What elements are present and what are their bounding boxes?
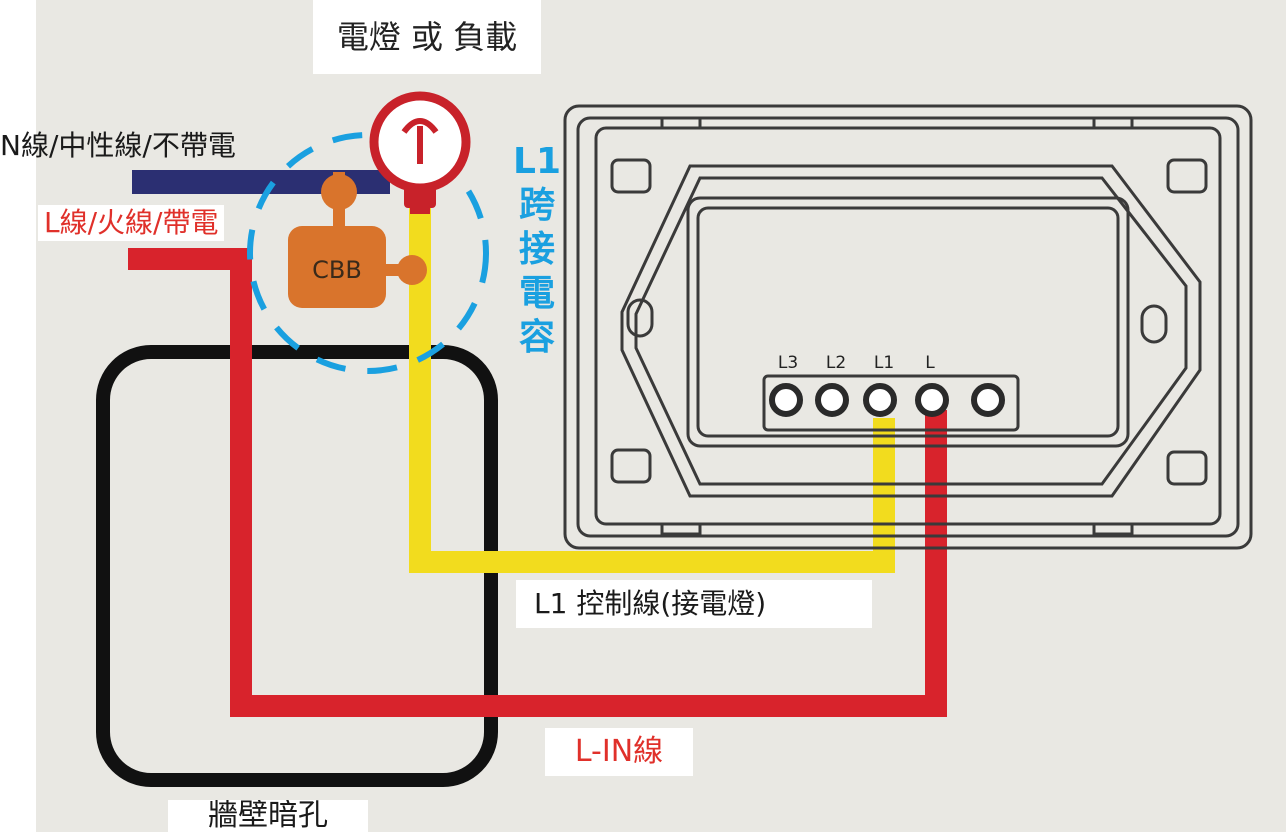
capacitor-note-char: 電	[518, 273, 555, 314]
cbb-label: CBB	[312, 256, 362, 284]
terminal-screws	[769, 383, 1005, 417]
terminal-label-l3: L3	[778, 353, 798, 373]
terminal-l2-screw	[815, 383, 849, 417]
terminal-label-l1: L1	[874, 353, 894, 373]
control-wire-l1	[409, 208, 895, 573]
capacitor-note: L1 跨 接 電 容	[512, 140, 562, 360]
control-line-label: L1 控制線(接電燈)	[516, 580, 872, 628]
terminal-l3-screw	[769, 383, 803, 417]
load-title: 電燈 或 負載	[313, 0, 541, 74]
l-in-line-label: L-IN線	[545, 728, 693, 776]
terminal-l-screw	[915, 383, 949, 417]
live-wire-l-in	[128, 248, 947, 717]
wall-box-label: 牆壁暗孔	[168, 800, 368, 832]
neutral-line-label: N線/中性線/不帶電	[0, 129, 236, 162]
terminal-label-l2: L2	[826, 353, 846, 373]
terminal-extra-screw	[971, 383, 1005, 417]
cbb-capacitor: CBB	[288, 172, 427, 308]
live-line-label: L線/火線/帶電	[38, 205, 225, 241]
capacitor-note-char: 接	[518, 229, 555, 270]
terminal-l1-screw	[863, 383, 897, 417]
capacitor-note-char: L1	[513, 141, 561, 182]
capacitor-highlight-circle	[247, 132, 489, 374]
bulb-icon	[369, 91, 471, 214]
capacitor-note-char: 容	[518, 317, 555, 358]
smart-switch	[563, 104, 1253, 550]
terminal-label-l: L	[925, 353, 935, 373]
capacitor-note-char: 跨	[518, 185, 555, 226]
